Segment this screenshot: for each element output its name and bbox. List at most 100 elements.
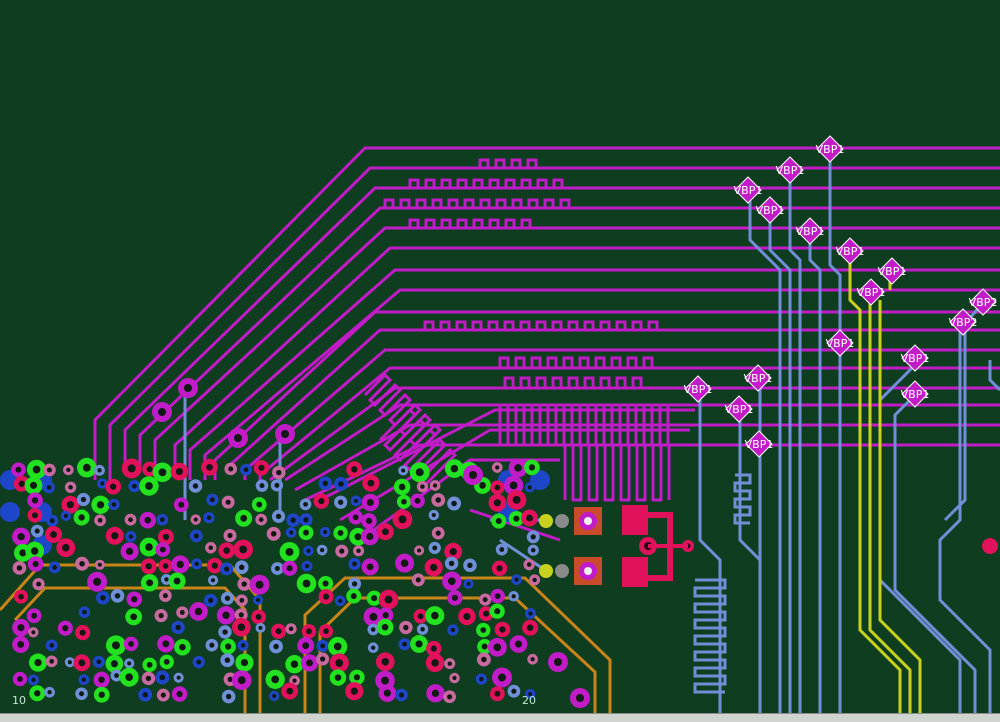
via-drill [481, 643, 488, 650]
via-drill [47, 690, 52, 695]
via-drill [78, 514, 85, 521]
vbp-net-marker[interactable]: VBP1 [836, 237, 865, 265]
via-drill [403, 624, 409, 631]
via-drill [32, 512, 38, 519]
via-drill [353, 674, 360, 681]
via-drill [335, 659, 344, 667]
via-drill [466, 581, 471, 586]
vbp-net-marker[interactable]: VBP1 [857, 278, 886, 306]
via-drill [162, 640, 170, 648]
via-drill [18, 593, 24, 600]
via-drill [128, 517, 133, 523]
via-drill [417, 613, 424, 620]
via-drill [145, 675, 152, 682]
via-drill [286, 565, 293, 572]
via-drill [274, 482, 280, 488]
via-drill [449, 548, 457, 556]
via-drill [528, 611, 533, 616]
via-drill [114, 593, 121, 599]
via-drill [370, 627, 376, 632]
via-drill [206, 463, 213, 471]
via-drill [415, 468, 424, 477]
via-drill [451, 594, 458, 601]
vbp-net-marker[interactable]: VBP1 [745, 430, 774, 458]
via-drill [208, 545, 214, 551]
via-drill [127, 661, 132, 666]
vbp-net-marker[interactable]: VBP1 [776, 156, 805, 184]
via-drill [302, 642, 310, 650]
via-drill [271, 675, 280, 684]
via-drill [398, 515, 407, 524]
vbp-net-marker[interactable]: VBP1 [684, 375, 713, 403]
vbp-net-label: VBP1 [878, 265, 907, 278]
via-drill [224, 595, 231, 601]
via[interactable] [0, 502, 20, 522]
via-drill [79, 629, 86, 636]
vbp-net-marker[interactable]: VBP1 [878, 257, 907, 285]
via-drill [100, 481, 105, 486]
via-drill [351, 581, 358, 587]
via-drill [240, 514, 248, 522]
via-drill [494, 484, 501, 491]
via-drill [31, 497, 39, 504]
via-drill [447, 694, 453, 700]
via-drill [82, 609, 87, 615]
via-drill [184, 384, 192, 392]
vbp-net-marker[interactable]: VBP1 [901, 380, 930, 408]
via-drill [400, 559, 409, 567]
vbp-net-marker[interactable]: VBP1 [816, 135, 845, 163]
via-drill [63, 513, 68, 518]
via-drill [270, 531, 277, 537]
via-drill [513, 515, 520, 522]
net-markers: VBP1VBP1VBP1VBP1VBP1VBP1VBP1VBP1VBP2VBP2… [684, 135, 998, 458]
via-drill [225, 643, 232, 650]
via-drill [142, 691, 149, 698]
vbp-net-marker[interactable]: VBP1 [725, 395, 754, 423]
vbp-net-label: VBP1 [756, 204, 785, 217]
vbp-net-marker[interactable]: VBP1 [734, 176, 763, 204]
vbp-net-marker[interactable]: VBP1 [826, 329, 855, 357]
vbp-net-marker[interactable]: VBP2 [969, 288, 998, 316]
via-drill [302, 579, 311, 588]
via-drill [237, 676, 246, 685]
via-drill [50, 531, 57, 538]
via-drill [132, 483, 137, 489]
via-drill [79, 560, 85, 567]
via-drill [34, 658, 42, 667]
via-drill [131, 596, 138, 603]
vbp-net-label: VBP1 [734, 184, 763, 197]
vbp-net-marker[interactable]: VBP1 [901, 344, 930, 372]
via-drill [430, 645, 437, 652]
vbp-net-marker[interactable]: VBP1 [756, 196, 785, 224]
vbp-net-marker[interactable]: VBP1 [744, 364, 773, 392]
via-drill [228, 466, 234, 472]
vbp-net-label: VBP1 [684, 383, 713, 396]
via-drill [514, 464, 522, 472]
via-drill [258, 464, 265, 471]
via-drill [145, 563, 152, 570]
via-drill [469, 471, 477, 479]
via-drill [238, 564, 245, 570]
inner-layer-traces [183, 150, 1000, 715]
via-drill [240, 643, 246, 648]
via-drill [381, 676, 389, 685]
via-drill [480, 627, 487, 633]
via-drill [241, 581, 247, 587]
via-drill [93, 577, 102, 586]
via-drill [320, 643, 326, 649]
via-drill [430, 563, 438, 572]
via-drill [382, 528, 389, 536]
via-drill [179, 610, 185, 615]
via-drill [163, 659, 170, 665]
vbp-net-marker[interactable]: VBP1 [796, 217, 825, 245]
via-drill [320, 656, 326, 662]
vbp-net-marker[interactable]: VBP2 [949, 308, 978, 336]
via-drill [319, 547, 325, 553]
via[interactable] [530, 470, 550, 490]
via-drill [435, 497, 442, 503]
via-drill [447, 577, 456, 586]
power-traces [848, 250, 922, 715]
via-drill [80, 496, 87, 503]
